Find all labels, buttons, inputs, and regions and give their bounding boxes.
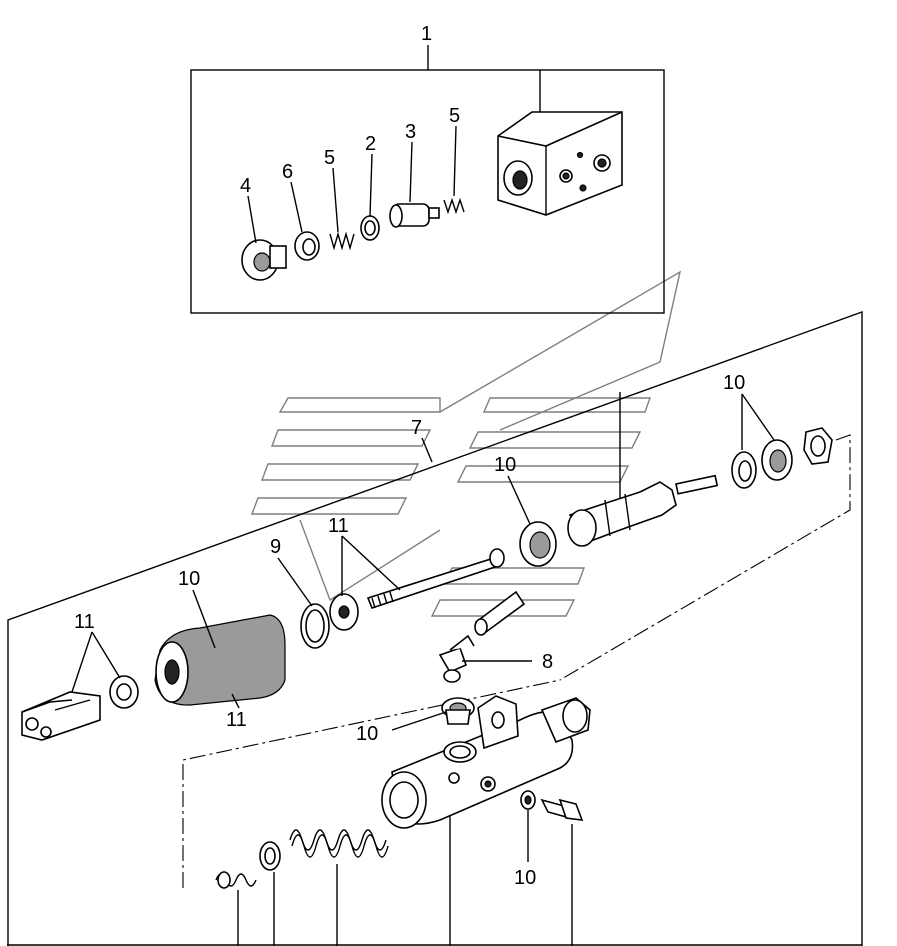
valve-block xyxy=(497,111,623,216)
right-seals xyxy=(731,439,793,489)
bottom-leader-lines xyxy=(71,393,775,946)
valve-small-parts xyxy=(241,197,465,281)
callout-5-left: 5 xyxy=(324,147,335,169)
small-spring-seat xyxy=(215,841,281,889)
callout-1: 1 xyxy=(421,23,432,45)
callout-11-left: 11 xyxy=(74,611,95,633)
callout-10-seal: 10 xyxy=(494,454,516,476)
push-rod xyxy=(366,548,505,609)
callout-2: 2 xyxy=(365,133,376,155)
reservoir-tube xyxy=(474,590,526,636)
watermark-logo xyxy=(250,270,682,617)
callout-4: 4 xyxy=(240,175,251,197)
callout-9: 9 xyxy=(270,536,281,558)
valve-assembly-box xyxy=(190,45,665,314)
return-spring xyxy=(289,829,389,858)
callout-11-boot: 11 xyxy=(226,709,247,731)
callout-10-boot: 10 xyxy=(178,568,200,590)
callout-10-washer: 10 xyxy=(514,867,536,889)
clevis-yoke xyxy=(21,691,101,741)
leader-7 xyxy=(421,392,621,500)
retainer-clip xyxy=(803,427,833,465)
callout-10-right: 10 xyxy=(723,372,745,394)
callout-5-right: 5 xyxy=(449,105,460,127)
piston xyxy=(567,474,719,547)
callout-3: 3 xyxy=(405,121,416,143)
rubber-boot xyxy=(154,614,286,706)
grommet xyxy=(441,697,475,725)
master-cylinder-body xyxy=(381,695,591,829)
callout-11-rod: 11 xyxy=(328,515,349,537)
callout-8: 8 xyxy=(542,651,553,673)
lock-nut xyxy=(109,675,139,709)
callout-10-grommet: 10 xyxy=(356,723,378,745)
top-leader-lines xyxy=(247,125,457,244)
pushrod-washer xyxy=(329,593,359,631)
tube-connector xyxy=(438,634,475,683)
bleed-washer-bolt xyxy=(520,790,584,821)
callout-7: 7 xyxy=(411,417,422,439)
piston-seal xyxy=(519,521,557,567)
callout-6: 6 xyxy=(282,161,293,183)
cylinder-assembly-frame xyxy=(7,311,863,946)
callout-labels: 1 2 3 4 5 5 6 7 8 9 10 10 10 10 10 11 11… xyxy=(74,23,745,889)
snap-ring xyxy=(300,603,330,649)
